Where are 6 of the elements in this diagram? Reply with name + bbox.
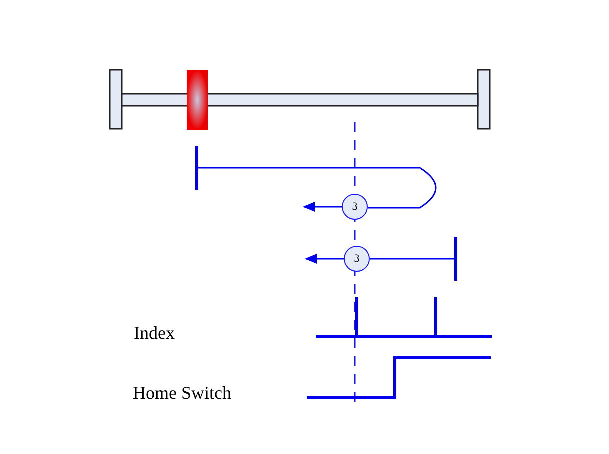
arrow <box>303 202 342 212</box>
arrow <box>305 254 344 264</box>
step-circle: 3 <box>344 246 370 272</box>
signal-label: Home Switch <box>133 383 232 404</box>
signal-label: Index <box>134 323 175 344</box>
step-circle: 3 <box>342 194 368 220</box>
